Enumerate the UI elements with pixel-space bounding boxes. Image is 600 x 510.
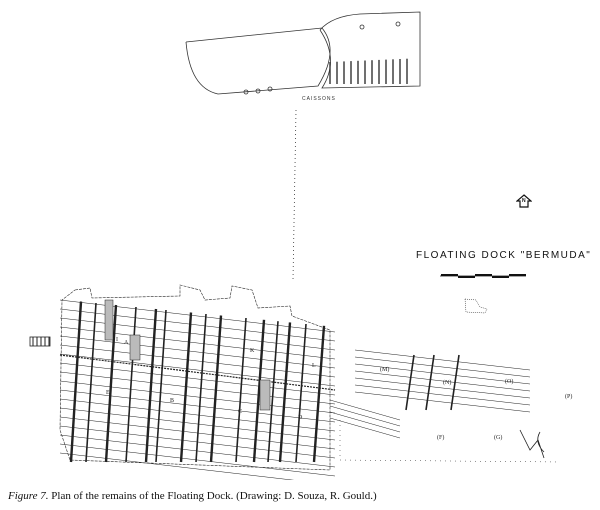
caisson-porthole [255, 88, 261, 94]
section-label: C [238, 409, 243, 415]
scale-bar [440, 274, 526, 314]
frame-line [235, 317, 247, 463]
wreck-patch [104, 299, 114, 341]
caisson-porthole [243, 89, 249, 95]
fragment-line [329, 399, 401, 421]
fragment-line [354, 370, 531, 392]
scale-segment [509, 274, 526, 276]
dock-outline [59, 284, 331, 471]
frame-line [144, 308, 158, 463]
legend-symbol [464, 298, 488, 314]
floating-dock-plan-drawing [29, 11, 561, 480]
frame-line [85, 302, 97, 463]
deck-line [59, 335, 336, 369]
deck-line [59, 326, 336, 360]
section-label: D [298, 415, 303, 421]
fragment-line [329, 405, 401, 427]
deck-line [59, 353, 336, 387]
deck-line [59, 398, 336, 432]
scale-segment [441, 274, 458, 276]
deck-line [59, 362, 336, 396]
frame-line [195, 313, 207, 463]
section-label: I [116, 337, 118, 343]
caisson-porthole [267, 86, 273, 92]
deck-line [59, 344, 336, 378]
centre-line [59, 354, 336, 391]
north-arrow-icon: N [515, 194, 533, 208]
caissons-drawing [185, 11, 421, 281]
scale-segment [492, 276, 509, 278]
plan-title: FLOATING DOCK "BERMUDA" [416, 250, 592, 261]
frame-line [267, 321, 279, 463]
dock-hull-drawing [29, 284, 561, 480]
frame-line [104, 304, 118, 463]
frame-line [155, 309, 167, 463]
scale-segment [458, 276, 475, 278]
fragment-line [329, 411, 401, 433]
frame-line [295, 323, 307, 463]
deck-line [59, 299, 336, 333]
section-label: A [124, 340, 129, 346]
section-label: B [170, 398, 175, 404]
frame-line [125, 306, 137, 463]
frame-line [69, 301, 83, 463]
wreck-patch [259, 379, 271, 411]
frame-line [278, 322, 292, 463]
frame-line [179, 312, 193, 463]
section-label: K [250, 348, 255, 354]
north-label: N [522, 198, 526, 204]
fragment-line [354, 363, 531, 385]
caption-text: Plan of the remains of the Floating Dock… [51, 490, 377, 502]
section-label: (O) [505, 379, 514, 385]
caisson-porthole [395, 21, 401, 27]
section-label: (G) [494, 435, 503, 441]
entrance-grid [29, 336, 51, 347]
deck-line [59, 380, 336, 414]
figure-caption: Figure 7. Plan of the remains of the Flo… [8, 490, 377, 502]
wreck-patch [129, 334, 141, 361]
fragment-line [354, 349, 531, 371]
caisson-outline [185, 27, 331, 95]
survey-line [292, 109, 297, 281]
frame-line [209, 315, 223, 463]
debris [519, 429, 545, 459]
fragment-frame [425, 354, 435, 411]
caption-label: Figure 7. [8, 490, 49, 502]
deck-line [59, 389, 336, 423]
fragment-line [354, 356, 531, 378]
scale-segment [475, 274, 492, 276]
fragment-frame [405, 354, 415, 411]
section-label: (P) [565, 394, 573, 400]
section-label: (N) [443, 380, 452, 386]
deck-line [59, 371, 336, 405]
section-label: (M) [380, 367, 390, 373]
frame-line [252, 319, 266, 463]
frame-line [312, 325, 326, 463]
fragment-line [329, 417, 401, 439]
deck-line [59, 308, 336, 342]
dotted-boundary [339, 420, 561, 463]
section-label: E [106, 390, 110, 396]
caisson-porthole [359, 24, 365, 30]
fragment-line [354, 377, 531, 399]
fragment-line [354, 391, 531, 413]
section-label: (F) [437, 435, 445, 441]
section-label: L [312, 363, 316, 369]
caissons-label: CAISSONS [302, 96, 336, 102]
caisson-outline [319, 11, 421, 89]
fragment-line [354, 384, 531, 406]
deck-line [59, 317, 336, 351]
fragment-frame [450, 354, 460, 411]
deck-line [59, 452, 295, 480]
deck-line [59, 407, 336, 441]
